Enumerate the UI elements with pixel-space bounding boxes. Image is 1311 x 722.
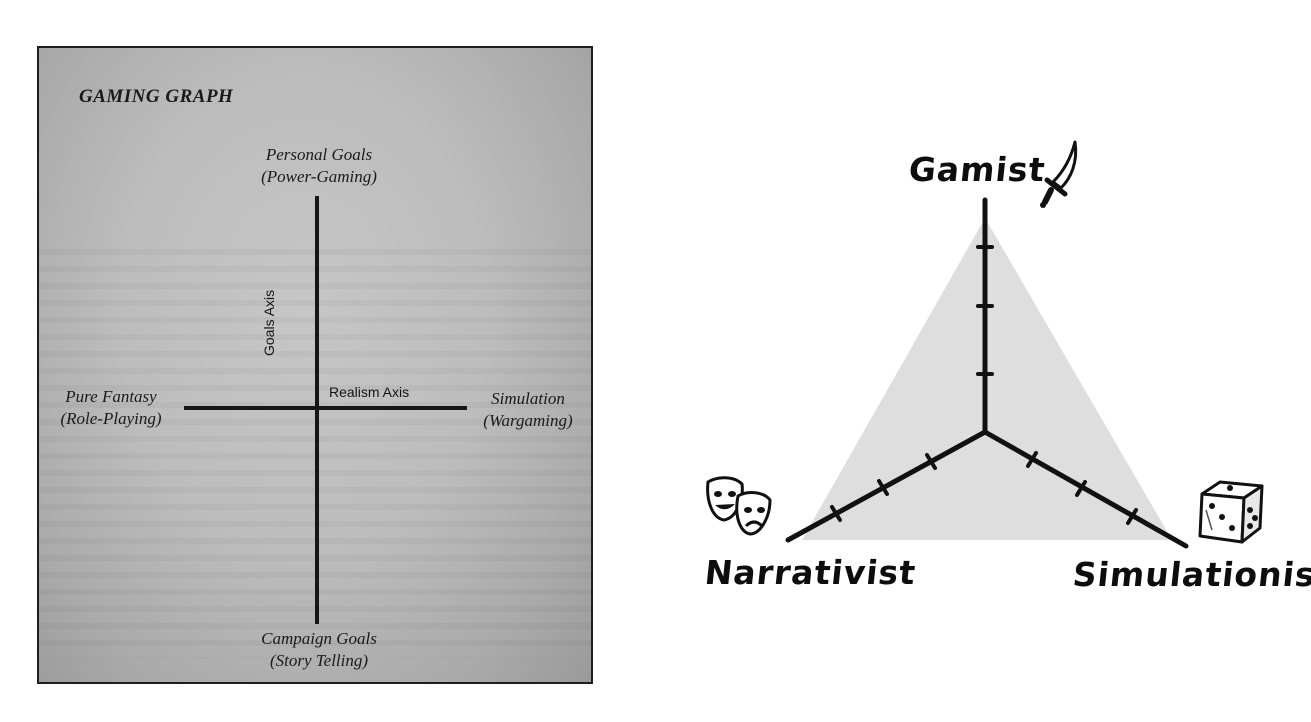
vertex-label-simulationist: Simulationist — [1070, 555, 1311, 594]
dice-icon — [1198, 480, 1264, 544]
tick-narrativist-2 — [877, 479, 889, 496]
pole-simulation: Simulation (Wargaming) — [463, 388, 591, 432]
pole-top-line1: Personal Goals — [265, 145, 373, 164]
pole-right-line2: (Wargaming) — [483, 411, 573, 430]
tick-narrativist-3 — [830, 505, 842, 522]
goals-axis-label: Goals Axis — [261, 289, 277, 356]
vertex-label-narrativist: Narrativist — [702, 553, 919, 592]
axis-ticks — [830, 245, 1138, 525]
pole-left-line2: (Role-Playing) — [60, 409, 162, 428]
realism-axis-label: Realism Axis — [329, 384, 410, 400]
pole-personal-goals: Personal Goals (Power-Gaming) — [229, 144, 409, 188]
tick-simulationist-3 — [1126, 508, 1138, 525]
goals-axis-line — [315, 196, 319, 624]
pole-left-line1: Pure Fantasy — [65, 387, 157, 406]
gns-triangle-diagram — [706, 140, 1264, 549]
arm-narrativist — [785, 429, 988, 543]
axis-arms — [785, 197, 1189, 549]
graph-title: GAMING GRAPH — [79, 86, 234, 107]
pole-pure-fantasy: Pure Fantasy (Role-Playing) — [41, 386, 181, 430]
pole-campaign-goals: Campaign Goals (Story Telling) — [229, 628, 409, 672]
tick-narrativist-1 — [925, 453, 937, 470]
tick-simulationist-1 — [1026, 451, 1038, 468]
arm-simulationist — [982, 429, 1189, 549]
theater-masks-icon — [706, 476, 772, 536]
pole-right-line1: Simulation — [491, 389, 565, 408]
sword-icon — [1040, 140, 1078, 208]
vertex-label-gamist: Gamist — [906, 150, 1048, 189]
gaming-graph-panel: GAMING GRAPH Personal Goals (Power-Gamin… — [37, 46, 593, 684]
pole-top-line2: (Power-Gaming) — [261, 167, 377, 186]
tick-simulationist-2 — [1075, 480, 1087, 497]
pole-bottom-line2: (Story Telling) — [269, 651, 369, 670]
pole-bottom-line1: Campaign Goals — [261, 629, 377, 648]
realism-axis-line — [184, 406, 467, 410]
